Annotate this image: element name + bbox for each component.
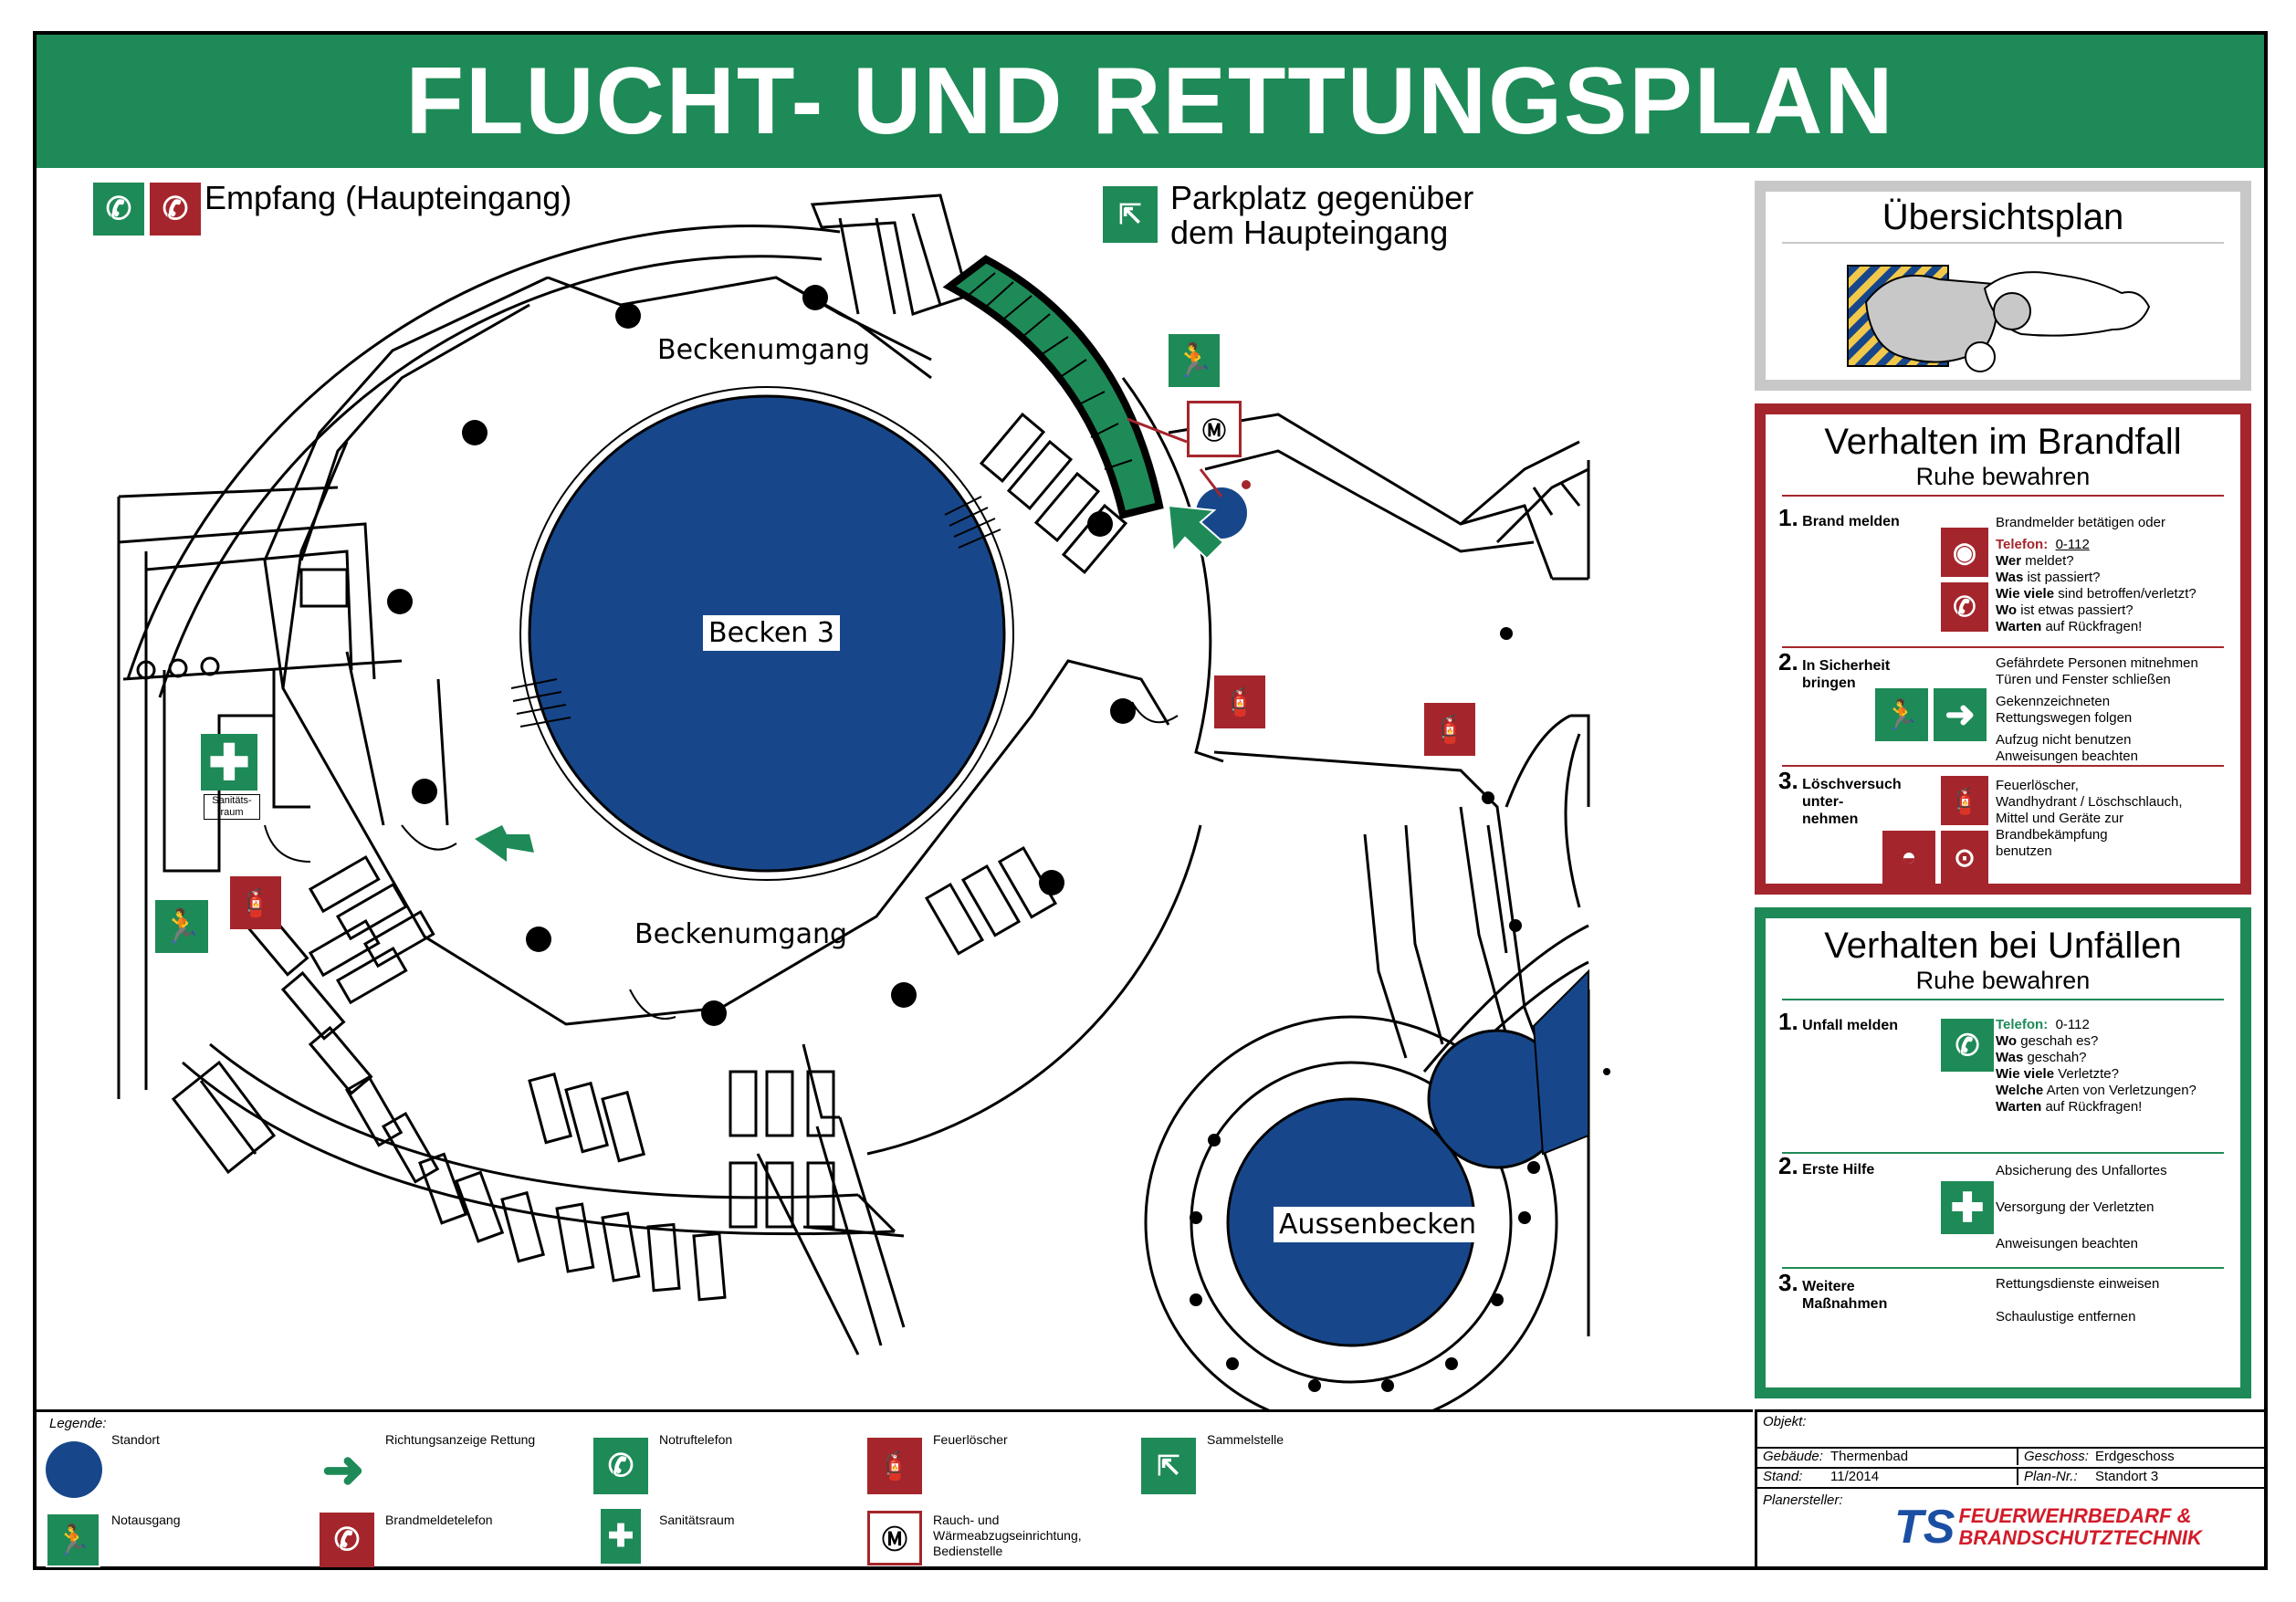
fire-alarm-phone-icon: ✆	[1941, 582, 1988, 632]
direction-arrow-icon: ➜	[321, 1440, 365, 1498]
emergency-phone-icon: ✆	[93, 183, 144, 236]
title-bar: FLUCHT- UND RETTUNGSPLAN	[37, 35, 2264, 168]
building-value: Thermenbad	[1830, 1449, 1909, 1464]
status-label: Stand:	[1763, 1469, 1803, 1484]
emergency-exit-icon: 🏃	[46, 1513, 100, 1567]
first-aid-room-label: Sanitäts-raum	[204, 794, 260, 820]
accident-title: Verhalten bei Unfällen	[1824, 926, 2182, 966]
assembly-point-icon: ⇱	[1103, 186, 1158, 243]
pool-outdoor-label: Aussenbecken	[1274, 1207, 1483, 1242]
legend-fire-alarm-phone: Brandmeldetelefon	[385, 1513, 493, 1527]
legend-extinguisher: Feuerlöscher	[933, 1432, 1008, 1447]
fire-alarm-phone-icon: ✆	[320, 1513, 374, 1567]
assembly-point-icon: ⇱	[1141, 1438, 1196, 1494]
first-aid-icon: ✚	[601, 1509, 641, 1564]
overview-title: Übersichtsplan	[1882, 197, 2124, 237]
object-label: Objekt:	[1763, 1414, 1807, 1429]
company-logo: TS FEUERWEHRBEDARF & BRANDSCHUTZTECHNIK	[1894, 1500, 2202, 1555]
logo-line-1: FEUERWEHRBEDARF &	[1958, 1504, 2192, 1527]
fire-subtitle: Ruhe bewahren	[1915, 463, 2091, 490]
floor-label: Geschoss:	[2017, 1449, 2089, 1465]
accident-subtitle: Ruhe bewahren	[1915, 967, 2091, 994]
legend: Legende: Standort ➜ Richtungsanzeige Ret…	[37, 1409, 1753, 1569]
logo-line-2: BRANDSCHUTZTECHNIK	[1958, 1526, 2202, 1549]
fire-step-2-text: Gefährdete Personen mitnehmen Türen und …	[1996, 655, 2198, 764]
legend-standort: Standort	[111, 1432, 160, 1447]
overview-map	[1847, 265, 2151, 372]
floor-value: Erdgeschoss	[2095, 1449, 2175, 1464]
plan-number-value: Standort 3	[2095, 1469, 2159, 1484]
fire-behavior-panel: Verhalten im Brandfall Ruhe bewahren 1. …	[1755, 403, 2251, 895]
legend-first-aid: Sanitätsraum	[659, 1513, 735, 1527]
first-aid-icon: ✚	[201, 734, 257, 791]
fire-title: Verhalten im Brandfall	[1824, 422, 2182, 462]
walkway-bottom-label: Beckenumgang	[634, 918, 848, 950]
accident-step-1-text: Telefon: 0-112 Wo geschah es? Was gescha…	[1996, 1017, 2196, 1115]
emergency-phone-icon: ✆	[593, 1438, 648, 1494]
accident-step-1: 1. Unfall melden	[1778, 1008, 1899, 1035]
emergency-phone-icon: ✆	[1941, 1019, 1994, 1072]
smoke-vent-control-icon: Ⓜ	[867, 1511, 922, 1565]
pool-main-label: Becken 3	[703, 615, 840, 651]
legend-exit: Notausgang	[111, 1513, 181, 1527]
extinguisher-icon: 🧯	[230, 876, 281, 929]
walkway-top-label: Beckenumgang	[657, 334, 871, 366]
fire-alarm-phone-icon: ✆	[150, 183, 201, 236]
extinguisher-icon: 🧯	[867, 1438, 922, 1494]
legend-title: Legende:	[49, 1416, 107, 1431]
extinguisher-icon: 🧯	[1424, 703, 1475, 756]
smoke-vent-control-icon: Ⓜ	[1187, 401, 1242, 457]
legend-direction: Richtungsanzeige Rettung	[385, 1432, 536, 1447]
accident-behavior-panel: Verhalten bei Unfällen Ruhe bewahren 1. …	[1755, 907, 2251, 1398]
fire-hose-icon: ⊙	[1941, 831, 1988, 884]
floor-plan: ✆ ✆ Empfang (Haupteingang) ⇱ Parkplatz g…	[37, 168, 1753, 1409]
emergency-exit-icon: 🏃	[1875, 688, 1928, 741]
fire-alarm-button-icon: ◉	[1941, 528, 1988, 577]
planner-label: Planersteller:	[1763, 1492, 1843, 1508]
plan-frame	[33, 31, 2268, 1570]
floor-plan-drawing	[117, 194, 1610, 1409]
accident-step-3: 3. Weitere Maßnahmen	[1778, 1269, 1888, 1312]
accident-step-2: 2. Erste Hilfe	[1778, 1152, 1875, 1179]
extinguisher-icon: 🧯	[1214, 675, 1265, 728]
fire-step-3: 3. Löschversuch unter- nehmen	[1778, 767, 1902, 827]
status-value: 11/2014	[1830, 1469, 1880, 1484]
fire-blanket-icon: ◓	[1882, 831, 1935, 884]
extinguisher-icon: 🧯	[1941, 776, 1988, 825]
fire-step-1: 1. Brand melden	[1778, 504, 1900, 531]
overview-panel: Übersichtsplan	[1755, 181, 2251, 391]
info-block: Objekt: Gebäude: Thermenbad Geschoss: Er…	[1755, 1409, 2264, 1566]
first-aid-icon: ✚	[1941, 1181, 1994, 1234]
legend-smoke-vent: Rauch- und Wärmeabzugseinrichtung, Bedie…	[933, 1513, 1082, 1558]
reception-label: Empfang (Haupteingang)	[204, 179, 572, 216]
emergency-exit-icon: 🏃	[1167, 332, 1221, 389]
standort-icon	[46, 1441, 102, 1498]
accident-step-3-text: Rettungsdienste einweisen Schaulustige e…	[1996, 1276, 2160, 1325]
accident-step-2-text: Absicherung des Unfallortes Versorgung d…	[1996, 1163, 2167, 1251]
logo-initials: TS	[1894, 1501, 1955, 1554]
plan-title: FLUCHT- UND RETTUNGSPLAN	[405, 47, 1895, 154]
fire-step-1-text: Brandmelder betätigen oder Telefon: 0-11…	[1996, 515, 2196, 634]
legend-assembly: Sammelstelle	[1207, 1432, 1284, 1447]
building-label: Gebäude:	[1763, 1449, 1823, 1464]
fire-step-3-text: Feuerlöscher, Wandhydrant / Löschschlauc…	[1996, 778, 2183, 859]
direction-arrow-icon: ➜	[1934, 688, 1987, 741]
assembly-point-label: Parkplatz gegenüber dem Haupteingang	[1170, 179, 1474, 251]
emergency-exit-icon: 🏃	[153, 898, 210, 955]
fire-step-2: 2. In Sicherheit bringen	[1778, 648, 1891, 691]
plan-number-label: Plan-Nr.:	[2017, 1469, 2078, 1485]
legend-emergency-phone: Notruftelefon	[659, 1432, 733, 1447]
